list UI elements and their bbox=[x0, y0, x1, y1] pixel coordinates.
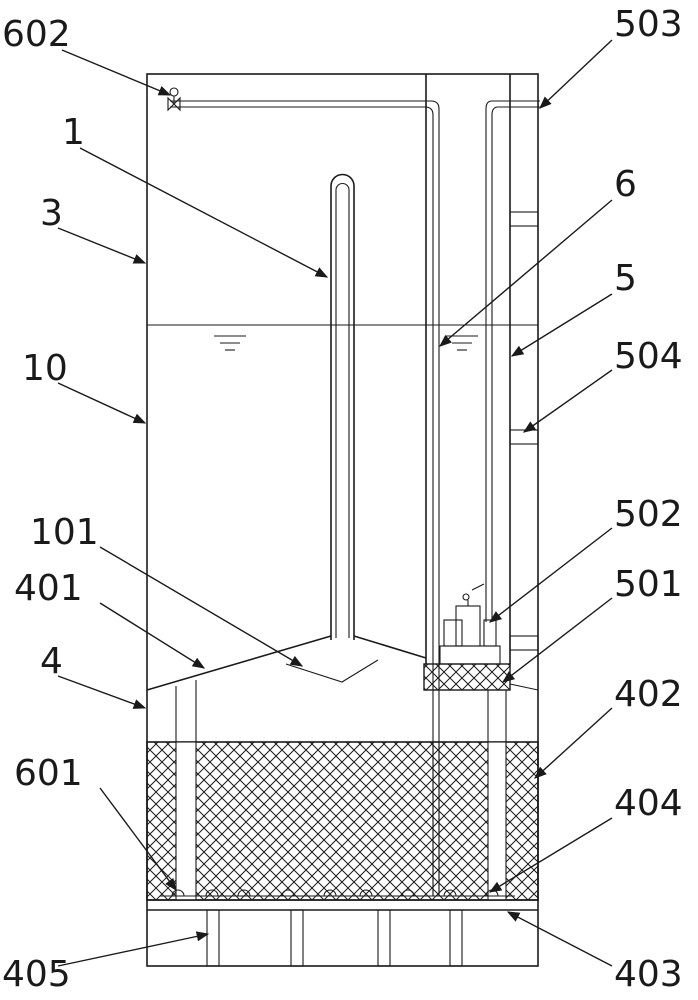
water-level bbox=[147, 324, 538, 351]
label-3: 3 bbox=[40, 193, 63, 234]
water-level-symbol-left bbox=[214, 335, 246, 351]
pump-base bbox=[423, 663, 511, 691]
label-501: 501 bbox=[614, 564, 683, 605]
reference-labels: 602 503 1 6 3 5 504 10 502 101 501 401 4… bbox=[2, 4, 683, 995]
tank-outline bbox=[146, 73, 539, 967]
central-pipe bbox=[330, 173, 355, 640]
label-10: 10 bbox=[22, 348, 68, 389]
cone-deflector bbox=[146, 635, 539, 691]
label-101: 101 bbox=[30, 512, 99, 553]
legs bbox=[206, 909, 463, 967]
label-4: 4 bbox=[40, 641, 63, 682]
vertical-supports bbox=[175, 680, 507, 742]
label-504: 504 bbox=[614, 336, 683, 377]
label-502: 502 bbox=[614, 494, 683, 535]
label-6: 6 bbox=[614, 164, 637, 205]
top-pipe bbox=[170, 100, 440, 896]
label-503: 503 bbox=[614, 4, 683, 45]
outlet-pipe bbox=[485, 100, 540, 622]
water-level-symbol-right bbox=[446, 335, 478, 351]
label-405: 405 bbox=[2, 954, 71, 995]
filter-media-bed bbox=[146, 741, 539, 901]
label-404: 404 bbox=[614, 783, 683, 824]
pump bbox=[439, 583, 501, 665]
label-402: 402 bbox=[614, 674, 683, 715]
supports-in-bed bbox=[175, 741, 507, 901]
label-401: 401 bbox=[14, 568, 83, 609]
leader-lines bbox=[57, 39, 613, 967]
label-601: 601 bbox=[14, 753, 83, 794]
label-602: 602 bbox=[2, 14, 71, 55]
wall-brackets bbox=[509, 211, 539, 651]
label-403: 403 bbox=[614, 954, 683, 995]
label-1: 1 bbox=[62, 112, 85, 153]
label-5: 5 bbox=[614, 258, 637, 299]
